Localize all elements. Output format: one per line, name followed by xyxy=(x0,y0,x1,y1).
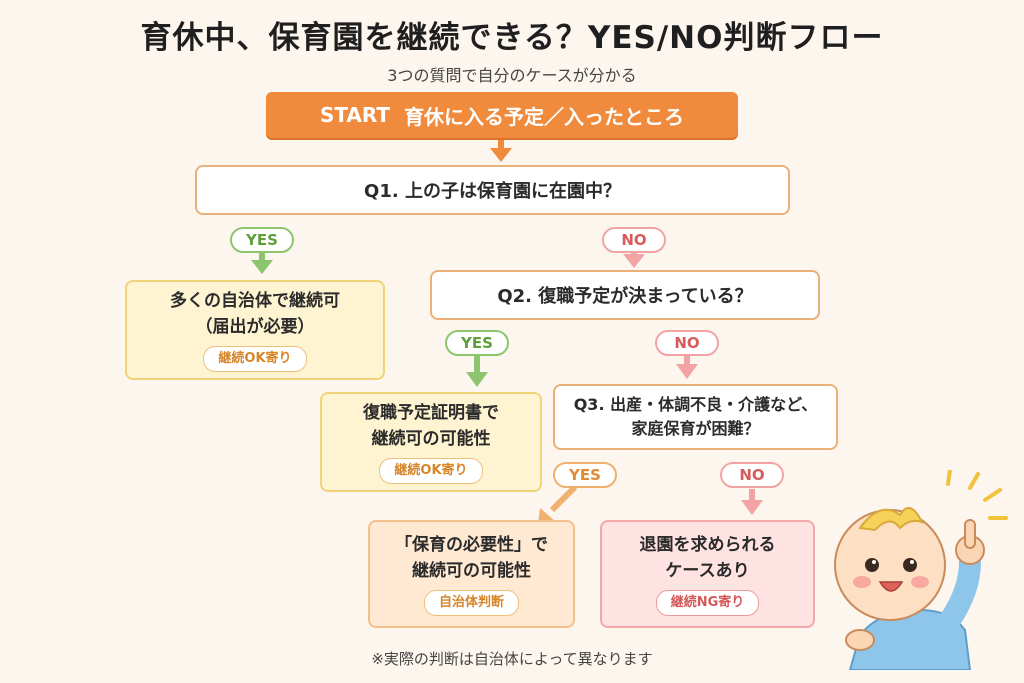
arrow-head-q2-yes xyxy=(466,372,488,387)
result-2-line2: 継続可の可能性 xyxy=(371,428,491,449)
result-1-tag: 継続OK寄り xyxy=(203,346,307,373)
start-box: START 育休に入る予定／入ったところ xyxy=(266,92,738,138)
result-4: 退園を求められる ケースあり 継続NG寄り xyxy=(600,520,815,628)
result-2-line1: 復職予定証明書で xyxy=(363,402,499,423)
result-3-line2: 継続可の可能性 xyxy=(412,560,531,581)
arrow-head-q1-no xyxy=(623,254,645,268)
q1-no-badge: NO xyxy=(602,227,666,253)
result-4-tag: 継続NG寄り xyxy=(655,590,760,617)
sparkle-icon xyxy=(946,470,1008,520)
result-1-line2: （届出が必要） xyxy=(195,316,315,337)
result-3-tag: 自治体判断 xyxy=(423,590,519,617)
result-3: 「保育の必要性」で 継続可の可能性 自治体判断 xyxy=(368,520,575,628)
result-3-line1: 「保育の必要性」で xyxy=(395,534,548,555)
q1-yes-badge: YES xyxy=(230,227,294,253)
arrow-head-start-q1 xyxy=(490,148,512,162)
question-3: Q3. 出産・体調不良・介護など、 家庭保育が困難？ xyxy=(553,384,838,450)
result-4-line1: 退園を求められる xyxy=(639,534,776,555)
arrow-head-q1-yes xyxy=(251,260,273,274)
start-label: START xyxy=(319,103,391,127)
question-1-text: Q1. 上の子は保育園に在園中？ xyxy=(364,181,621,202)
start-text: 育休に入る予定／入ったところ xyxy=(404,104,685,129)
result-1: 多くの自治体で継続可 （届出が必要） 継続OK寄り xyxy=(125,280,385,380)
result-4-line2: ケースあり xyxy=(665,560,750,581)
question-1: Q1. 上の子は保育園に在園中？ xyxy=(195,165,790,215)
question-3-line1: Q3. 出産・体調不良・介護など、 xyxy=(573,395,818,414)
q3-yes-badge: YES xyxy=(553,462,617,488)
result-1-line1: 多くの自治体で継続可 xyxy=(170,290,340,311)
baby-illustration xyxy=(834,470,1008,670)
footnote: ※実際の判断は自治体によって異なります xyxy=(371,650,653,668)
arrow-q3-yes xyxy=(549,484,578,513)
arrow-head-q2-no xyxy=(676,364,698,379)
page-subtitle: 3つの質問で自分のケースが分かる xyxy=(387,66,637,85)
arrow-head-q3-no xyxy=(741,500,763,515)
q2-yes-badge: YES xyxy=(445,330,509,356)
question-2-text: Q2. 復職予定が決まっている？ xyxy=(497,286,753,307)
page-title: 育休中、保育園を継続できる？YES/NO判断フロー xyxy=(140,20,884,56)
question-3-line2: 家庭保育が困難？ xyxy=(631,419,760,438)
q2-no-badge: NO xyxy=(655,330,719,356)
q3-no-badge: NO xyxy=(720,462,784,488)
question-2: Q2. 復職予定が決まっている？ xyxy=(430,270,820,320)
result-2-tag: 継続OK寄り xyxy=(379,458,483,485)
result-2: 復職予定証明書で 継続可の可能性 継続OK寄り xyxy=(320,392,542,492)
